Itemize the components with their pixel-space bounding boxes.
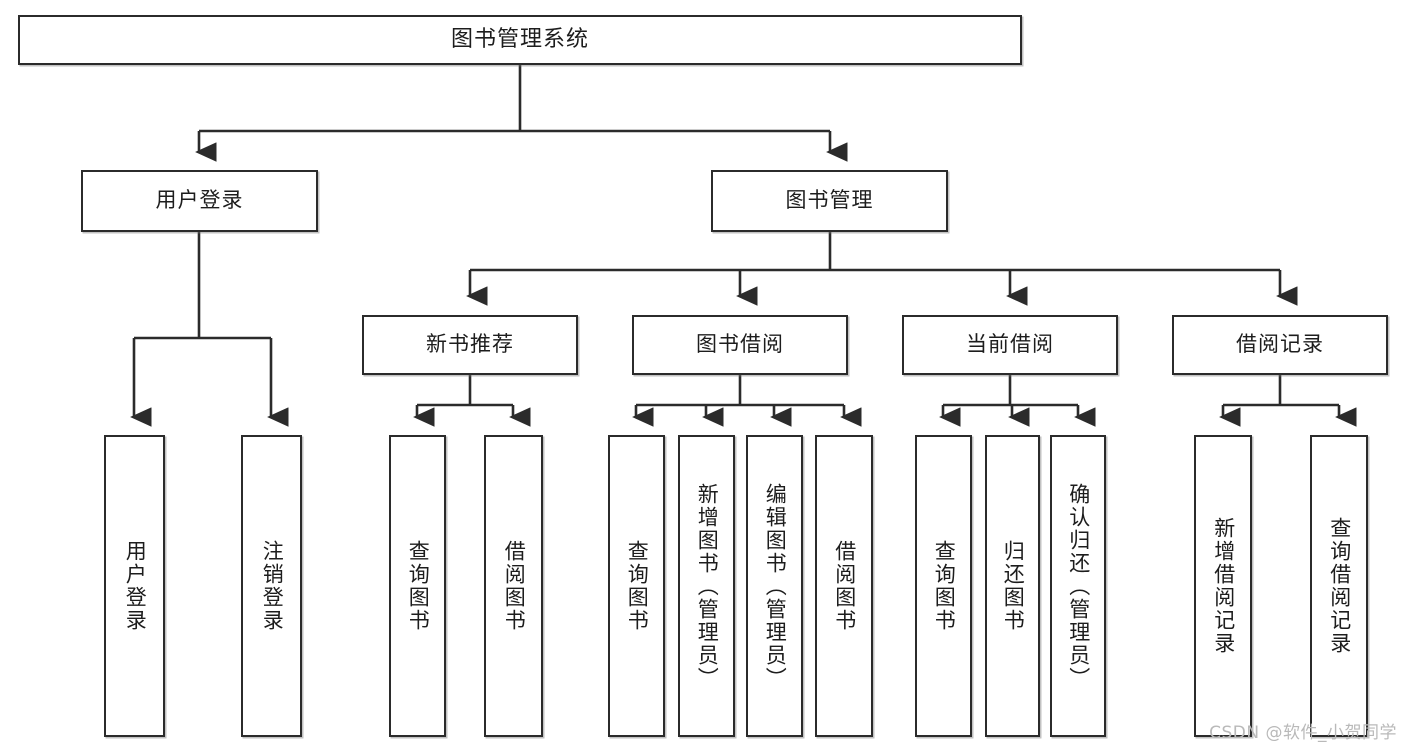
node-add-book-admin[interactable]: 新增图书（管理员） xyxy=(678,435,735,737)
node-root-label: 图书管理系统 xyxy=(450,26,589,52)
node-user-logout-leaf-label: 注销登录 xyxy=(260,540,285,632)
node-borrow-record-label: 借阅记录 xyxy=(1236,332,1324,357)
node-query-book-2[interactable]: 查询图书 xyxy=(608,435,665,737)
csdn-watermark: CSDN @软件_小贺同学 xyxy=(1209,723,1397,743)
node-root[interactable]: 图书管理系统 xyxy=(18,15,1022,65)
node-query-book-2-label: 查询图书 xyxy=(625,540,650,632)
node-edit-book-admin[interactable]: 编辑图书（管理员） xyxy=(746,435,803,737)
node-user-login-leaf-label: 用户登录 xyxy=(123,540,148,632)
node-add-borrow-record[interactable]: 新增借阅记录 xyxy=(1194,435,1252,737)
node-borrow-book-2[interactable]: 借阅图书 xyxy=(815,435,873,737)
node-query-borrow-record-label: 查询借阅记录 xyxy=(1327,517,1352,655)
node-query-book-1[interactable]: 查询图书 xyxy=(389,435,446,737)
node-book-borrow[interactable]: 图书借阅 xyxy=(632,315,848,375)
node-book-manage-label: 图书管理 xyxy=(785,188,874,213)
node-book-manage[interactable]: 图书管理 xyxy=(711,170,948,232)
node-new-book-recommend-label: 新书推荐 xyxy=(426,332,514,357)
node-add-borrow-record-label: 新增借阅记录 xyxy=(1211,517,1236,655)
node-borrow-record[interactable]: 借阅记录 xyxy=(1172,315,1388,375)
node-confirm-return-admin-label: 确认归还（管理员） xyxy=(1066,482,1091,690)
node-user-login-leaf[interactable]: 用户登录 xyxy=(104,435,165,737)
node-return-book[interactable]: 归还图书 xyxy=(985,435,1040,737)
node-return-book-label: 归还图书 xyxy=(1001,540,1026,632)
node-edit-book-admin-label: 编辑图书（管理员） xyxy=(763,482,788,690)
node-query-book-3[interactable]: 查询图书 xyxy=(915,435,972,737)
node-current-borrow-label: 当前借阅 xyxy=(966,332,1054,357)
node-add-book-admin-label: 新增图书（管理员） xyxy=(695,482,720,690)
node-user-login[interactable]: 用户登录 xyxy=(81,170,318,232)
node-query-book-3-label: 查询图书 xyxy=(932,540,957,632)
node-query-borrow-record[interactable]: 查询借阅记录 xyxy=(1310,435,1368,737)
node-confirm-return-admin[interactable]: 确认归还（管理员） xyxy=(1050,435,1106,737)
node-borrow-book-2-label: 借阅图书 xyxy=(832,540,857,632)
node-borrow-book-1-label: 借阅图书 xyxy=(502,540,527,632)
node-current-borrow[interactable]: 当前借阅 xyxy=(902,315,1118,375)
node-query-book-1-label: 查询图书 xyxy=(406,540,431,632)
node-user-logout-leaf[interactable]: 注销登录 xyxy=(241,435,302,737)
node-borrow-book-1[interactable]: 借阅图书 xyxy=(484,435,543,737)
node-new-book-recommend[interactable]: 新书推荐 xyxy=(362,315,578,375)
node-book-borrow-label: 图书借阅 xyxy=(696,332,784,357)
node-user-login-label: 用户登录 xyxy=(155,188,244,213)
